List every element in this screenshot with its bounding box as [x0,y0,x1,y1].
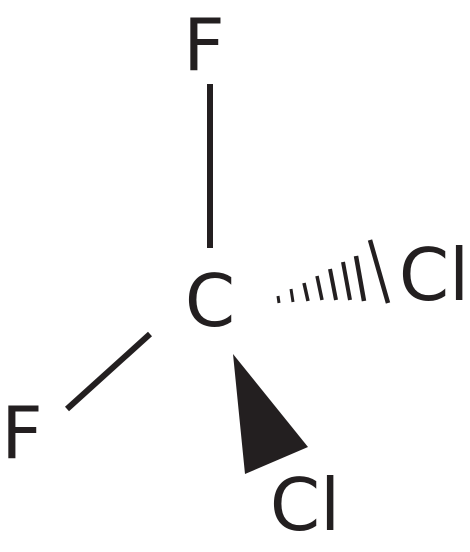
hash-line [367,239,391,304]
atom-c-central: C [185,259,235,343]
atom-f-left: F [1,391,42,475]
hash-line [353,255,367,302]
hash-line [276,295,281,304]
atom-cl-right: Cl [399,233,469,317]
hash-line [328,268,338,301]
bond-c-f-left [64,331,153,412]
solid-wedge-bond-c-cl-bottom [233,354,308,474]
hash-line [341,261,352,301]
hash-line [302,282,310,302]
hashed-wedge-bond-c-cl-right [276,239,391,304]
atom-f-top: F [183,3,224,87]
hash-line [289,288,295,303]
hash-line [315,275,324,301]
atom-cl-bottom: Cl [270,463,340,547]
